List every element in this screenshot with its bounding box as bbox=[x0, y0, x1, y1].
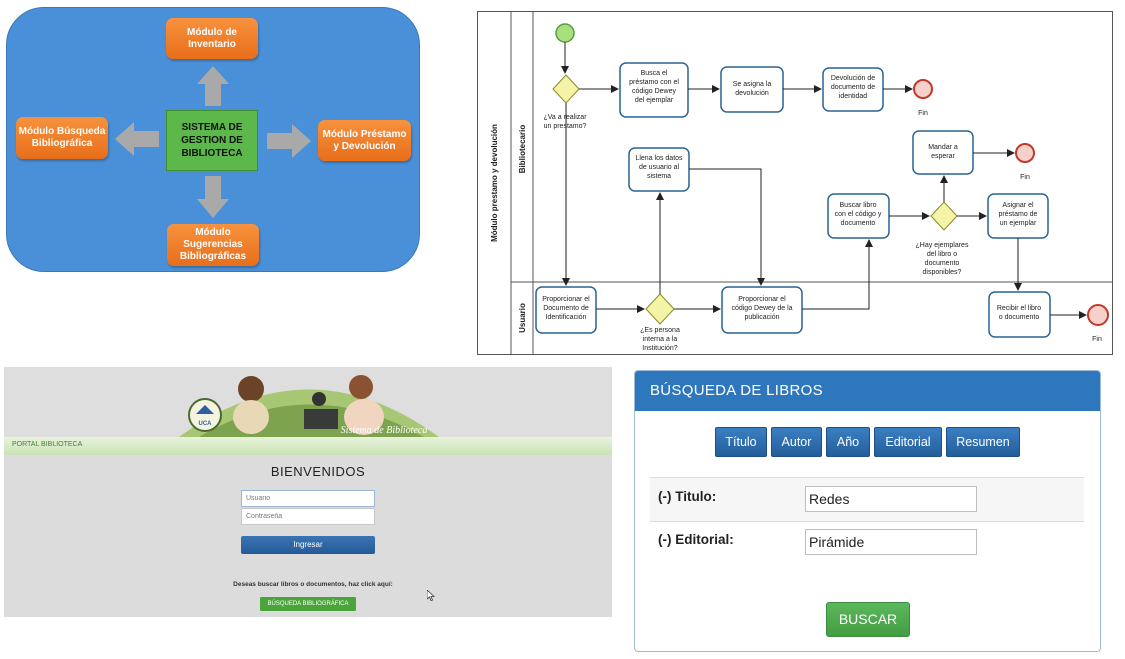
tab-anio[interactable]: Año bbox=[826, 427, 870, 457]
editorial-label: (-) Editorial: bbox=[658, 532, 734, 547]
lane-label-bibliotecario: Bibliotecario bbox=[518, 125, 527, 174]
search-panel-title: BÚSQUEDA DE LIBROS bbox=[635, 371, 1100, 411]
password-input[interactable] bbox=[241, 508, 375, 525]
titulo-input[interactable] bbox=[805, 486, 977, 512]
portal-label: PORTAL BIBLIOTECA bbox=[12, 441, 83, 448]
end-label: Fin bbox=[1092, 336, 1102, 343]
module-sugerencias: Módulo Sugerencias Bibliográficas bbox=[167, 224, 259, 266]
arrow-right-icon bbox=[267, 124, 311, 158]
banner-title: Sistema de Biblioteca bbox=[341, 425, 428, 436]
bibliographic-search-button[interactable]: BÚSQUEDA BIBLIOGRÁFICA bbox=[260, 597, 356, 611]
end-label: Fin bbox=[1020, 174, 1030, 181]
pool-label: Módulo prestamo y devolución bbox=[490, 124, 499, 242]
core-system: SISTEMA DE GESTION DE BIBLIOTECA bbox=[166, 110, 258, 171]
login-button[interactable]: Ingresar bbox=[241, 536, 375, 554]
end-event-icon bbox=[1015, 143, 1035, 163]
field-row-titulo: (-) Titulo: bbox=[650, 477, 1084, 521]
welcome-heading: BIENVENIDOS bbox=[270, 464, 366, 479]
logo-icon: UCA bbox=[188, 398, 222, 432]
module-busqueda: Módulo Búsqueda Bibliográfica bbox=[16, 117, 108, 159]
start-event-icon bbox=[555, 23, 575, 43]
bpmn-diagram: Módulo prestamo y devolución Bibliotecar… bbox=[477, 11, 1113, 355]
portal-banner: UCA Sistema de Biblioteca bbox=[4, 367, 612, 437]
gateway-ejemplares-icon bbox=[930, 201, 958, 231]
arrow-down-icon bbox=[197, 176, 229, 218]
module-diagram: Módulo de Inventario Módulo Préstamo y D… bbox=[6, 7, 420, 272]
buscar-button[interactable]: BUSCAR bbox=[826, 602, 910, 637]
login-portal: UCA Sistema de Biblioteca PORTAL BIBLIOT… bbox=[4, 367, 612, 617]
portal-nav-bar: PORTAL BIBLIOTECA bbox=[4, 437, 612, 455]
bpmn-canvas: Módulo prestamo y devolución Bibliotecar… bbox=[477, 11, 1113, 355]
lane-label-usuario: Usuario bbox=[518, 303, 527, 333]
arrow-left-icon bbox=[115, 122, 159, 156]
tab-resumen[interactable]: Resumen bbox=[946, 427, 1020, 457]
end-event-icon bbox=[1087, 304, 1109, 326]
gateway-interna-icon bbox=[645, 293, 675, 325]
tab-autor[interactable]: Autor bbox=[771, 427, 822, 457]
arrow-up-icon bbox=[197, 66, 229, 106]
username-input[interactable] bbox=[241, 490, 375, 507]
tab-titulo[interactable]: Título bbox=[715, 427, 767, 457]
end-event-icon bbox=[913, 79, 933, 99]
student-photo-icon bbox=[233, 375, 384, 435]
editorial-input[interactable] bbox=[805, 529, 977, 555]
search-hint: Deseas buscar libros o documentos, haz c… bbox=[233, 581, 393, 588]
field-row-editorial: (-) Editorial: bbox=[650, 521, 1084, 565]
end-label: Fin bbox=[918, 110, 928, 117]
sequence-flows bbox=[561, 42, 1087, 319]
titulo-label: (-) Titulo: bbox=[658, 489, 717, 504]
tab-editorial[interactable]: Editorial bbox=[874, 427, 942, 457]
svg-text:UCA: UCA bbox=[199, 421, 213, 427]
book-search-panel: BÚSQUEDA DE LIBROS Título Autor Año Edit… bbox=[634, 370, 1101, 652]
mouse-cursor-icon bbox=[427, 590, 435, 601]
module-inventario: Módulo de Inventario bbox=[166, 18, 258, 59]
module-prestamo: Módulo Préstamo y Devolución bbox=[318, 120, 411, 161]
